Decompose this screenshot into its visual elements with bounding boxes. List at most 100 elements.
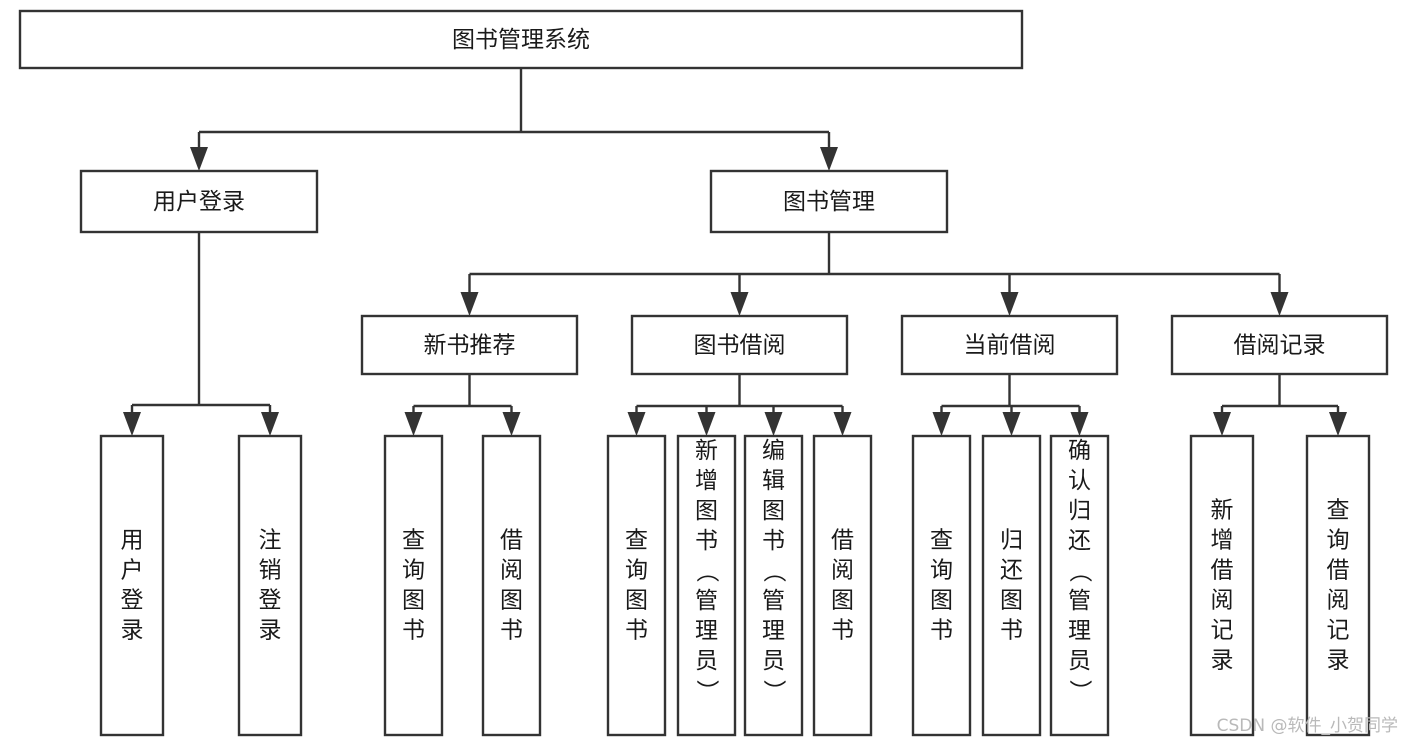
leaf-char: 图	[930, 588, 953, 614]
leaf-char: 辑	[762, 468, 785, 494]
level3-node-1[interactable]: 图书借阅	[630, 314, 849, 376]
leaf-char: ）	[694, 680, 720, 703]
connector-layer	[123, 68, 1347, 436]
leaf-char: 借	[500, 528, 523, 554]
leaf-char: 询	[930, 558, 953, 584]
leaf-char: 销	[259, 558, 282, 584]
leaf-node-rect-10[interactable]	[1049, 434, 1110, 737]
arrow-down-icon-leaf-3-0	[932, 412, 951, 436]
arrow-down-icon-leaf-2-0	[627, 412, 646, 436]
leaf-node-rect-11[interactable]	[1189, 434, 1255, 737]
leaf-char: 图	[695, 498, 718, 524]
leaf-node-rect-6[interactable]	[743, 434, 804, 737]
leaf-char: ）	[761, 680, 787, 703]
node-layer: 图书管理系统用户登录图书管理新书推荐图书借阅当前借阅借阅记录用户登录注销登录查询…	[18, 9, 1389, 737]
leaf-char: 录	[1211, 648, 1234, 674]
level2-node-label: 用户登录	[153, 189, 245, 215]
level3-node-rect[interactable]	[1170, 314, 1389, 376]
leaf-char: 书	[762, 528, 785, 554]
level2-node-label: 图书管理	[783, 189, 875, 215]
level2-node-0[interactable]: 用户登录	[79, 169, 319, 234]
leaf-char: 录	[1327, 648, 1350, 674]
leaf-node-0[interactable]: 用户登录	[99, 434, 165, 737]
root-node[interactable]: 图书管理系统	[18, 9, 1024, 70]
leaf-char: 管	[762, 588, 785, 614]
leaf-char: 图	[831, 588, 854, 614]
leaf-char: （	[1067, 560, 1093, 583]
root-node-rect[interactable]	[18, 9, 1024, 70]
leaf-char: 录	[259, 618, 282, 644]
leaf-node-rect-9[interactable]	[981, 434, 1042, 737]
level3-node-3[interactable]: 借阅记录	[1170, 314, 1389, 376]
leaf-char: 理	[1068, 618, 1091, 644]
leaf-node-rect-8[interactable]	[911, 434, 972, 737]
level3-node-rect[interactable]	[360, 314, 579, 376]
arrow-down-icon-leaf-0-0	[123, 412, 141, 436]
leaf-char: 确	[1068, 438, 1091, 464]
leaf-char: 书	[500, 618, 523, 644]
arrow-down-icon-leaf-4-1	[1329, 412, 1347, 436]
leaf-char: 借	[1211, 558, 1234, 584]
leaf-node-rect-2[interactable]	[383, 434, 444, 737]
leaf-node-rect-7[interactable]	[812, 434, 873, 737]
leaf-char: 查	[930, 528, 953, 554]
arrow-down-icon-leaf-1-1	[502, 412, 521, 436]
level3-node-rect[interactable]	[630, 314, 849, 376]
leaf-char: （	[694, 560, 720, 583]
leaf-char: 图	[402, 588, 425, 614]
level2-node-rect[interactable]	[709, 169, 949, 234]
root-node-label: 图书管理系统	[452, 27, 590, 53]
leaf-node-rect-4[interactable]	[606, 434, 667, 737]
level3-node-2[interactable]: 当前借阅	[900, 314, 1119, 376]
leaf-char: 员	[1068, 648, 1091, 674]
leaf-node-rect-12[interactable]	[1305, 434, 1371, 737]
level3-node-rect[interactable]	[900, 314, 1119, 376]
arrow-down-icon-leaf-4-0	[1213, 412, 1231, 436]
leaf-char: 图	[762, 498, 785, 524]
leaf-node-rect-3[interactable]	[481, 434, 542, 737]
leaf-char: 查	[625, 528, 648, 554]
leaf-node-rect-1[interactable]	[237, 434, 303, 737]
leaf-char: 用	[121, 528, 144, 554]
leaf-char: 图	[625, 588, 648, 614]
level2-node-rect[interactable]	[79, 169, 319, 234]
leaf-node-rect-5[interactable]	[676, 434, 737, 737]
leaf-char: 书	[831, 618, 854, 644]
leaf-node-rect-0[interactable]	[99, 434, 165, 737]
leaf-char: 编	[762, 438, 785, 464]
level3-node-0[interactable]: 新书推荐	[360, 314, 579, 376]
arrow-down-icon-leaf-0-1	[261, 412, 279, 436]
leaf-char: 书	[402, 618, 425, 644]
level2-node-1[interactable]: 图书管理	[709, 169, 949, 234]
arrow-down-icon-level2-1	[820, 147, 838, 171]
level3-node-label: 借阅记录	[1234, 333, 1326, 359]
leaf-char: 书	[1000, 618, 1023, 644]
leaf-char: 书	[625, 618, 648, 644]
level3-node-label: 新书推荐	[424, 333, 516, 359]
leaf-char: 员	[695, 648, 718, 674]
arrow-down-icon-leaf-2-3	[833, 412, 852, 436]
leaf-char: 录	[121, 618, 144, 644]
leaf-char: 记	[1327, 618, 1350, 644]
leaf-char: 阅	[500, 558, 523, 584]
